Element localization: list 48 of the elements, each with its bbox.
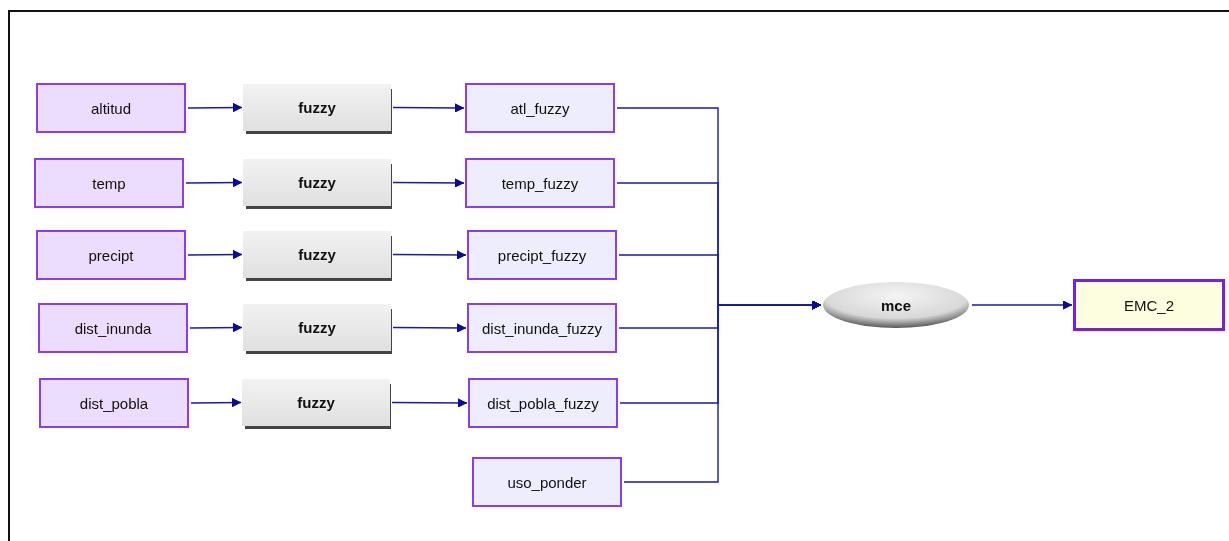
process-button	[243, 84, 391, 131]
node-label: fuzzy	[298, 174, 336, 191]
output-box	[472, 457, 622, 507]
node-label: fuzzy	[298, 319, 336, 336]
input-box	[34, 158, 184, 208]
process-button	[243, 231, 391, 278]
connector-arrow	[971, 300, 1073, 310]
connector-arrow	[187, 250, 243, 260]
node-label: atl_fuzzy	[510, 99, 570, 117]
connector-arrow	[185, 178, 243, 188]
process-button	[242, 379, 390, 426]
process-button	[243, 159, 391, 206]
node-label: fuzzy	[298, 246, 336, 263]
module-ellipse	[822, 281, 970, 329]
connector-arrow	[623, 300, 822, 483]
connector-arrow	[392, 250, 467, 260]
node-label: dist_pobla	[79, 394, 149, 412]
connector-arrow	[392, 178, 465, 188]
node-label: temp	[92, 174, 126, 192]
node-label: uso_ponder	[507, 473, 587, 491]
connector-arrow	[391, 398, 468, 408]
result-box	[1073, 279, 1225, 331]
node-label: fuzzy	[298, 99, 336, 116]
input-box	[36, 230, 186, 280]
node-label: precipt_fuzzy	[497, 246, 587, 264]
input-box	[36, 83, 186, 133]
output-box	[465, 158, 615, 208]
node-label: fuzzy	[297, 394, 335, 411]
output-box	[467, 303, 617, 353]
output-box	[468, 378, 618, 428]
node-label: altitud	[91, 99, 131, 117]
connector-arrow	[187, 103, 243, 113]
node-label: temp_fuzzy	[501, 174, 579, 192]
node-label: mce	[881, 296, 911, 314]
connector-arrow	[392, 103, 465, 113]
connector-arrow	[189, 323, 243, 333]
connector-arrow	[392, 323, 467, 333]
node-label: precipt	[88, 246, 134, 264]
output-box	[465, 83, 615, 133]
node-label: dist_inunda_fuzzy	[481, 319, 603, 337]
connector-arrow	[190, 398, 242, 408]
process-button	[243, 304, 391, 351]
node-label: dist_inunda	[74, 319, 152, 337]
output-box	[467, 230, 617, 280]
node-label: dist_pobla_fuzzy	[487, 394, 599, 412]
input-box	[38, 303, 188, 353]
input-box	[39, 378, 189, 428]
node-label: EMC_2	[1124, 296, 1174, 314]
